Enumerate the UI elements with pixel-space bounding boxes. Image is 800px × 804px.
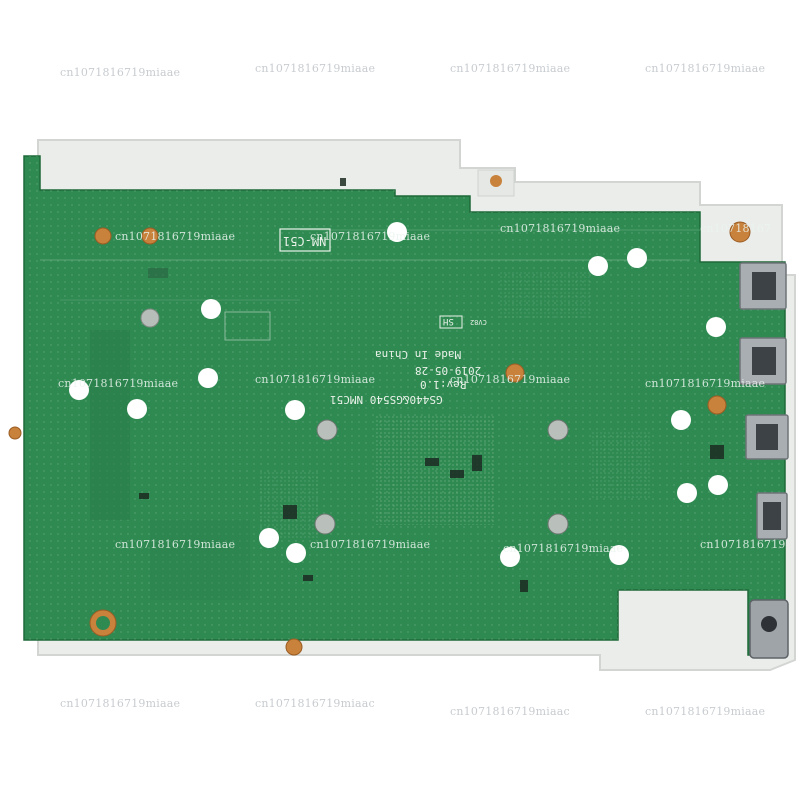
watermark-text: cn1071816719miaae xyxy=(310,538,431,551)
watermark-text: cn1071816719miaae xyxy=(60,697,181,710)
watermark-text: cn1071816719miaae xyxy=(60,66,181,79)
watermark-text: cn1071816719miaac xyxy=(450,705,570,718)
watermark-text: cn1071816719miaae xyxy=(115,230,236,243)
watermark-text: cn1071816719miaae xyxy=(58,377,179,390)
screw-holes xyxy=(140,308,569,535)
watermark-text: cn1071816719miaae xyxy=(450,373,571,386)
watermark-text: cn1071816719miaae xyxy=(450,62,571,75)
watermark-text: cn1071816719miaae xyxy=(645,377,766,390)
watermark-text: cn1071816719miaac xyxy=(255,697,375,710)
watermark-text: cn1071816719miaae xyxy=(503,542,624,555)
mounting-pads xyxy=(8,221,751,656)
watermark-text: cn1071816719miaae xyxy=(700,538,785,551)
watermark-text: cn1071816719miaae xyxy=(255,373,376,386)
watermark-text: cn1071816719miaae xyxy=(645,705,766,718)
white-spots xyxy=(69,222,728,567)
origin-label: Made In China xyxy=(375,348,462,361)
board-code-label: SH xyxy=(443,316,454,326)
watermark-text: cn1071816719miaae xyxy=(115,538,236,551)
board-name-label: GS440&GS540 NMC51 xyxy=(330,393,443,406)
watermark-text: cn1071816719miaae xyxy=(700,222,770,235)
watermark-text: cn1071816719miaae xyxy=(255,62,376,75)
watermark-text: cn1071816719miaae xyxy=(645,62,766,75)
watermark-text: cn1071816719miaae xyxy=(310,230,431,243)
watermark-text: cn1071816719miaae xyxy=(500,222,621,235)
small-code-label: CV82 xyxy=(470,318,487,326)
